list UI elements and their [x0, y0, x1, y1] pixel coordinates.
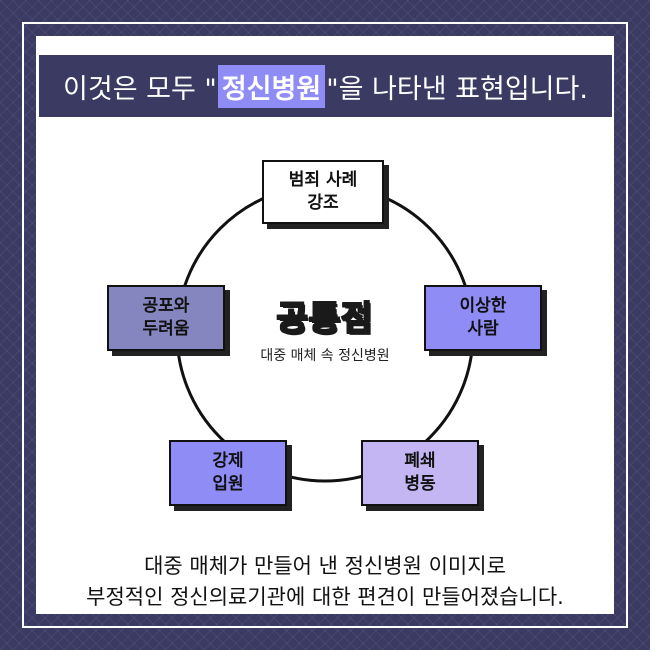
node-fear-line2: 두려움	[142, 319, 190, 339]
caption-line-2: 부정적인 정신의료기관에 대한 편견이 만들어졌습니다.	[86, 585, 564, 609]
node-closed-line1: 폐쇄	[404, 451, 436, 471]
center-subtitle: 대중 매체 속 정신병원	[260, 348, 390, 364]
title-highlight: 정신병원	[217, 64, 326, 108]
node-crime-line1: 범죄 사례	[288, 170, 358, 190]
caption-line-1: 대중 매체가 만들어 낸 정신병원 이미지로	[144, 554, 506, 578]
node-forced-line2: 입원	[212, 474, 244, 494]
title-suffix: "을 나타낸 표현입니다.	[326, 73, 588, 105]
node-closed-line2: 병동	[404, 474, 436, 494]
node-strange-person: 이상한 사람	[424, 285, 542, 351]
node-strange-line1: 이상한	[459, 296, 507, 316]
node-forced-line1: 강제	[212, 451, 244, 471]
node-crime-emphasis: 범죄 사례 강조	[262, 160, 384, 224]
node-strange-line2: 사람	[467, 319, 499, 339]
node-fear-dread: 공포와 두려움	[107, 285, 225, 351]
outer-frame	[22, 22, 628, 628]
node-closed-ward: 폐쇄 병동	[361, 440, 479, 506]
node-crime-line2: 강조	[307, 193, 339, 213]
title-bar: 이것은 모두 "정신병원"을 나타낸 표현입니다.	[39, 55, 612, 117]
center-title: 공통점	[276, 298, 374, 340]
node-fear-line1: 공포와	[142, 296, 190, 316]
node-forced-admission: 강제 입원	[169, 440, 287, 506]
title-prefix: 이것은 모두 "	[63, 73, 217, 105]
